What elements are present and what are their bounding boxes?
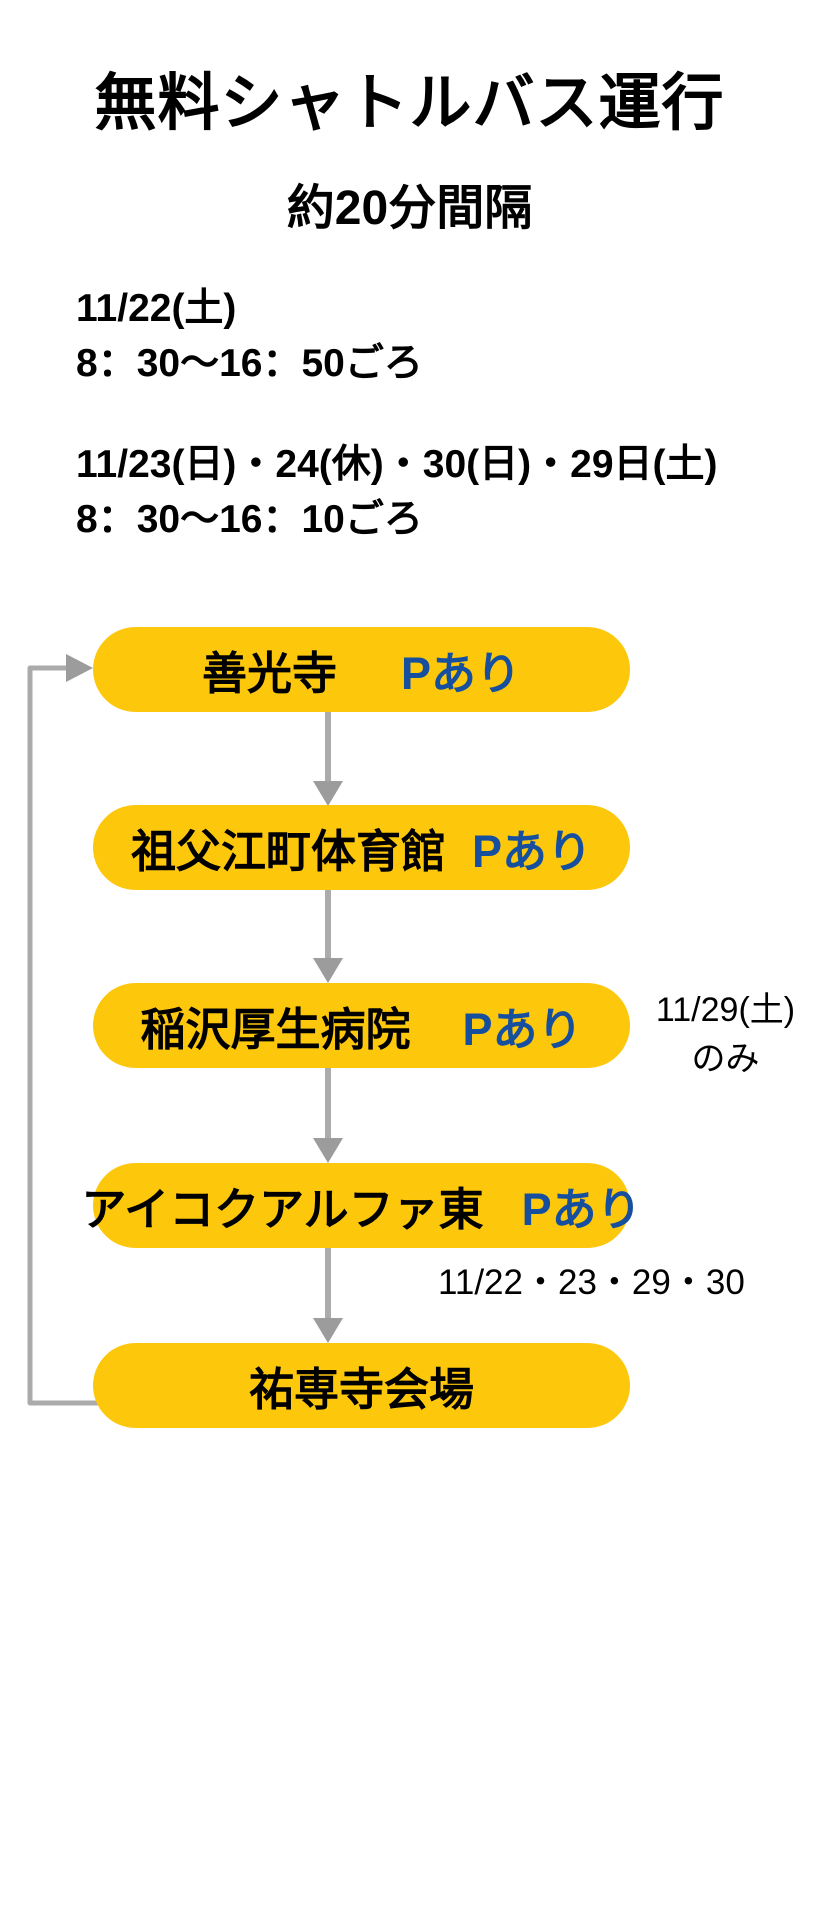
stop-sobue-gym: 祖父江町体育館 Pあり [93,805,630,890]
interval-subtitle: 約20分間隔 [286,182,533,235]
parking-badge: Pあり [521,1184,642,1235]
schedule-2-dates: 11/23(日)・24(休)・30(日)・29日(土) [76,443,718,486]
note-yusenji-dates: 11/22・23・29・30 [438,1263,745,1302]
arrow-down-2 [313,890,343,983]
schedule-block-1: 11/22(土) 8：30～16：50ごろ [76,281,423,392]
page-title: 無料シャトルバス運行 [94,69,725,138]
stop-zenkoji: 善光寺 Pあり [93,627,630,712]
parking-badge: Pあり [472,826,593,877]
stop-name: 稲沢厚生病院 [140,1004,411,1055]
arrow-loop-back [27,654,100,1406]
note-hospital-dates: 11/29(土) のみ [632,986,819,1085]
stop-inazawa-hospital: 稲沢厚生病院 Pあり [93,983,630,1068]
parking-badge: Pあり [462,1004,583,1055]
schedule-1-dates: 11/22(土) [76,287,237,330]
stop-name: 祖父江町体育館 [130,826,446,877]
stop-name: アイコクアルファ東 [81,1184,484,1235]
stop-name: 善光寺 [201,648,337,699]
arrow-down-4 [313,1248,343,1343]
arrow-down-1 [313,712,343,806]
stop-name: 祐専寺会場 [248,1364,474,1415]
schedule-1-time: 8：30～16：50ごろ [76,342,423,386]
schedule-2-time: 8：30～16：10ごろ [76,498,423,542]
parking-badge: Pあり [401,648,522,699]
arrow-down-3 [313,1068,343,1163]
note-hospital-dates-line2: のみ [691,1040,760,1079]
schedule-block-2: 11/23(日)・24(休)・30(日)・29日(土) 8：30～16：10ごろ [76,437,717,548]
stop-yusenji-venue: 祐専寺会場 [93,1343,630,1428]
note-hospital-dates-line1: 11/29(土) [655,991,796,1029]
stop-aikoku-alpha-east: アイコクアルファ東 Pあり [81,1163,642,1248]
